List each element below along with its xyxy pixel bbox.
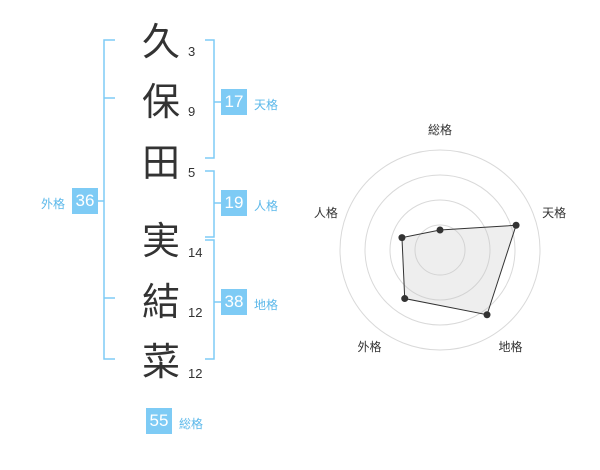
name-char-1: 久 xyxy=(141,20,180,64)
stroke-count-1: 3 xyxy=(188,44,196,59)
radar-axis-label: 地格 xyxy=(499,339,523,354)
radar-ring xyxy=(364,174,516,326)
gaikaku-bracket xyxy=(103,39,115,360)
tenkaku-label: 天格 xyxy=(254,98,279,112)
radar-point-4 xyxy=(401,295,409,303)
radar-polygon xyxy=(401,224,517,316)
tenkaku-badge: 17 xyxy=(221,89,247,115)
stroke-count-3: 5 xyxy=(188,165,196,180)
name-char-3: 田 xyxy=(141,141,180,185)
radar-point-1 xyxy=(436,226,444,234)
gaikaku-badge: 36 xyxy=(72,188,98,214)
radar-axis-label: 総格 xyxy=(428,122,452,137)
gaikaku-label: 外格 xyxy=(41,197,66,211)
radar-ring xyxy=(389,199,491,301)
jinkaku-label: 人格 xyxy=(254,199,279,213)
stroke-count-5: 12 xyxy=(188,305,203,320)
radar-axis-label: 天格 xyxy=(542,205,566,220)
stroke-count-4: 14 xyxy=(188,245,203,260)
chikaku-bracket xyxy=(205,239,215,360)
radar-point-2 xyxy=(512,221,520,229)
radar-axis-label: 人格 xyxy=(314,205,338,220)
name-char-5: 結 xyxy=(141,280,180,324)
tenkaku-bracket xyxy=(205,39,215,159)
radar-point-3 xyxy=(483,311,491,319)
chikaku-badge: 38 xyxy=(221,289,247,315)
jinkaku-bracket xyxy=(205,170,215,238)
soukaku-label: 総格 xyxy=(179,417,204,431)
stroke-count-6: 12 xyxy=(188,366,203,381)
radar-ring xyxy=(414,224,466,276)
name-char-6: 菜 xyxy=(141,340,180,384)
radar-axis-label: 外格 xyxy=(357,339,381,354)
radar-point-5 xyxy=(398,234,406,242)
chikaku-label: 地格 xyxy=(254,298,279,312)
name-char-2: 保 xyxy=(141,80,180,124)
radar-ring xyxy=(339,149,541,351)
name-char-4: 実 xyxy=(141,219,180,263)
jinkaku-badge: 19 xyxy=(221,190,247,216)
soukaku-badge: 55 xyxy=(146,408,172,434)
stroke-count-2: 9 xyxy=(188,104,196,119)
